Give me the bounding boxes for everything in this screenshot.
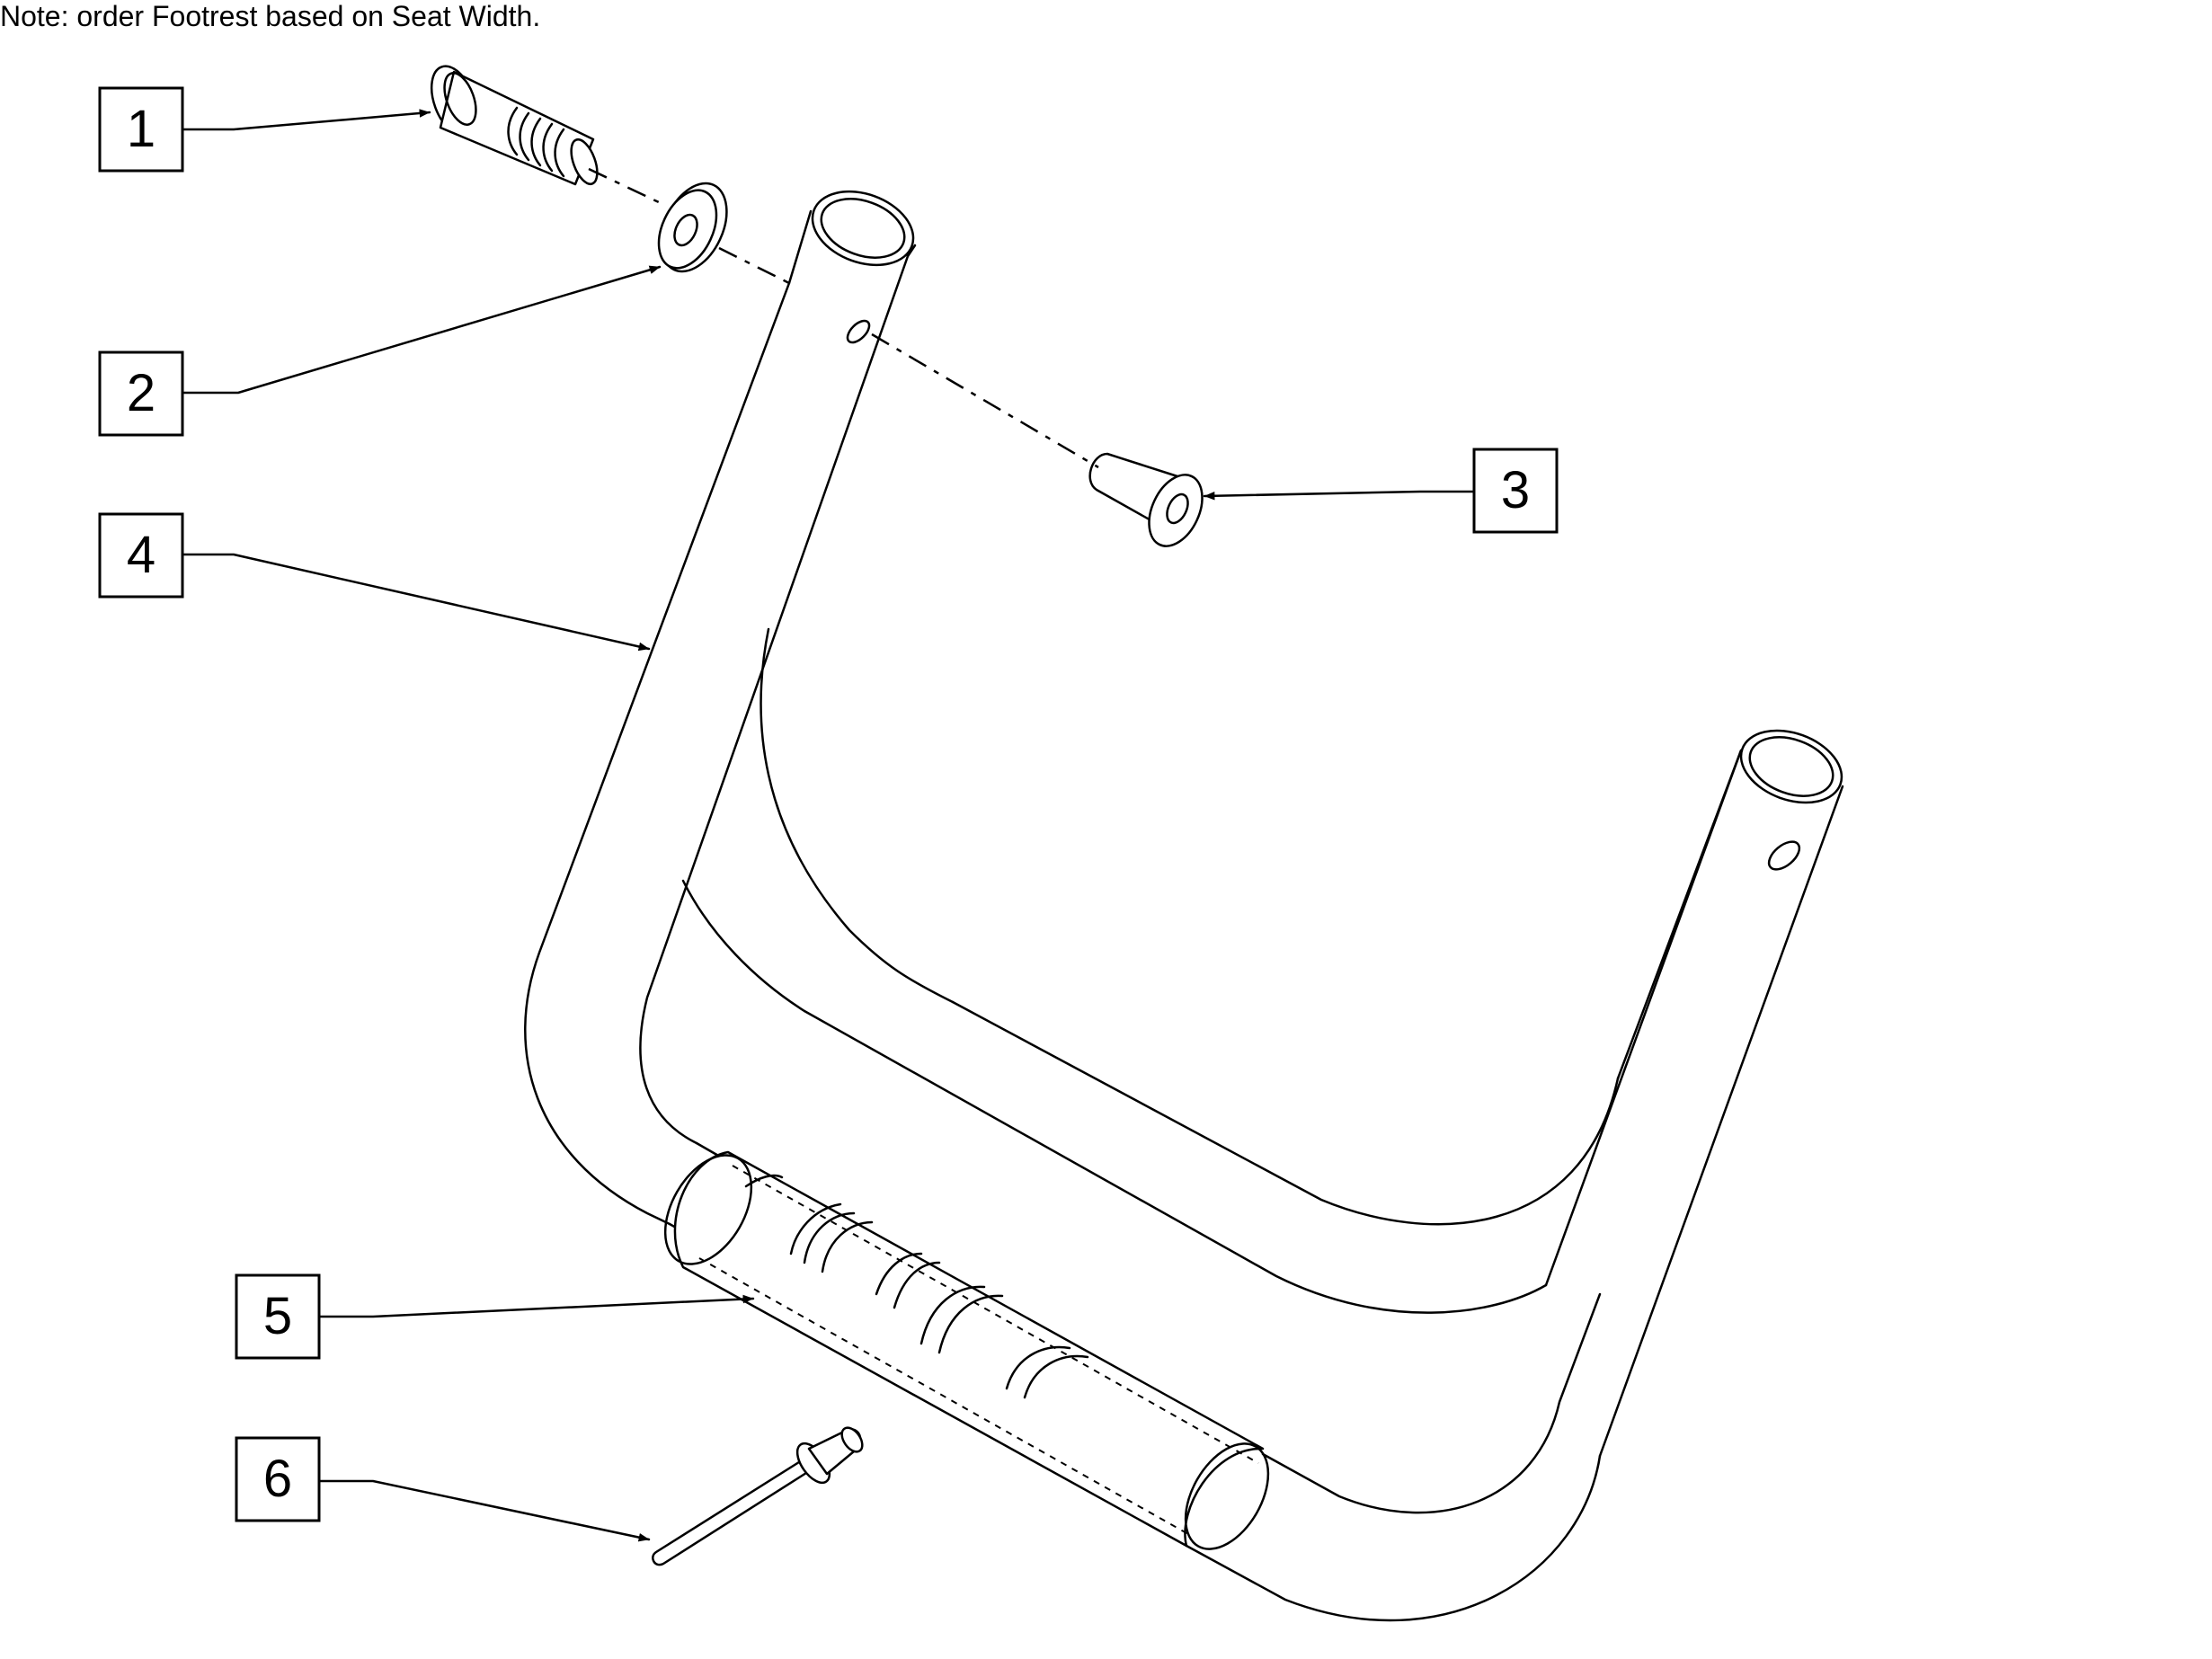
shoulder-bolt: [430, 65, 599, 186]
callout-5: 5: [235, 1273, 755, 1360]
callout-4: 4: [98, 512, 651, 652]
callout-6: 6: [235, 1436, 651, 1542]
callout-label: 6: [263, 1450, 292, 1508]
callout-label: 5: [263, 1287, 292, 1345]
callout-label: 1: [127, 100, 155, 158]
rivet: [652, 1426, 864, 1566]
callout-label: 3: [1501, 461, 1530, 519]
washer: [657, 182, 728, 273]
callout-label: 2: [127, 364, 155, 422]
callout-1: 1: [98, 86, 431, 173]
assembly-note: Note: order Footrest based on Seat Width…: [0, 0, 541, 32]
callout-label: 4: [127, 526, 155, 584]
callout-2: 2: [98, 265, 662, 437]
callout-3: 3: [1203, 448, 1559, 534]
footrest-frame: [524, 190, 1844, 1622]
barrel-nut: [1088, 452, 1204, 547]
tube-sleeve: [663, 1150, 1270, 1550]
